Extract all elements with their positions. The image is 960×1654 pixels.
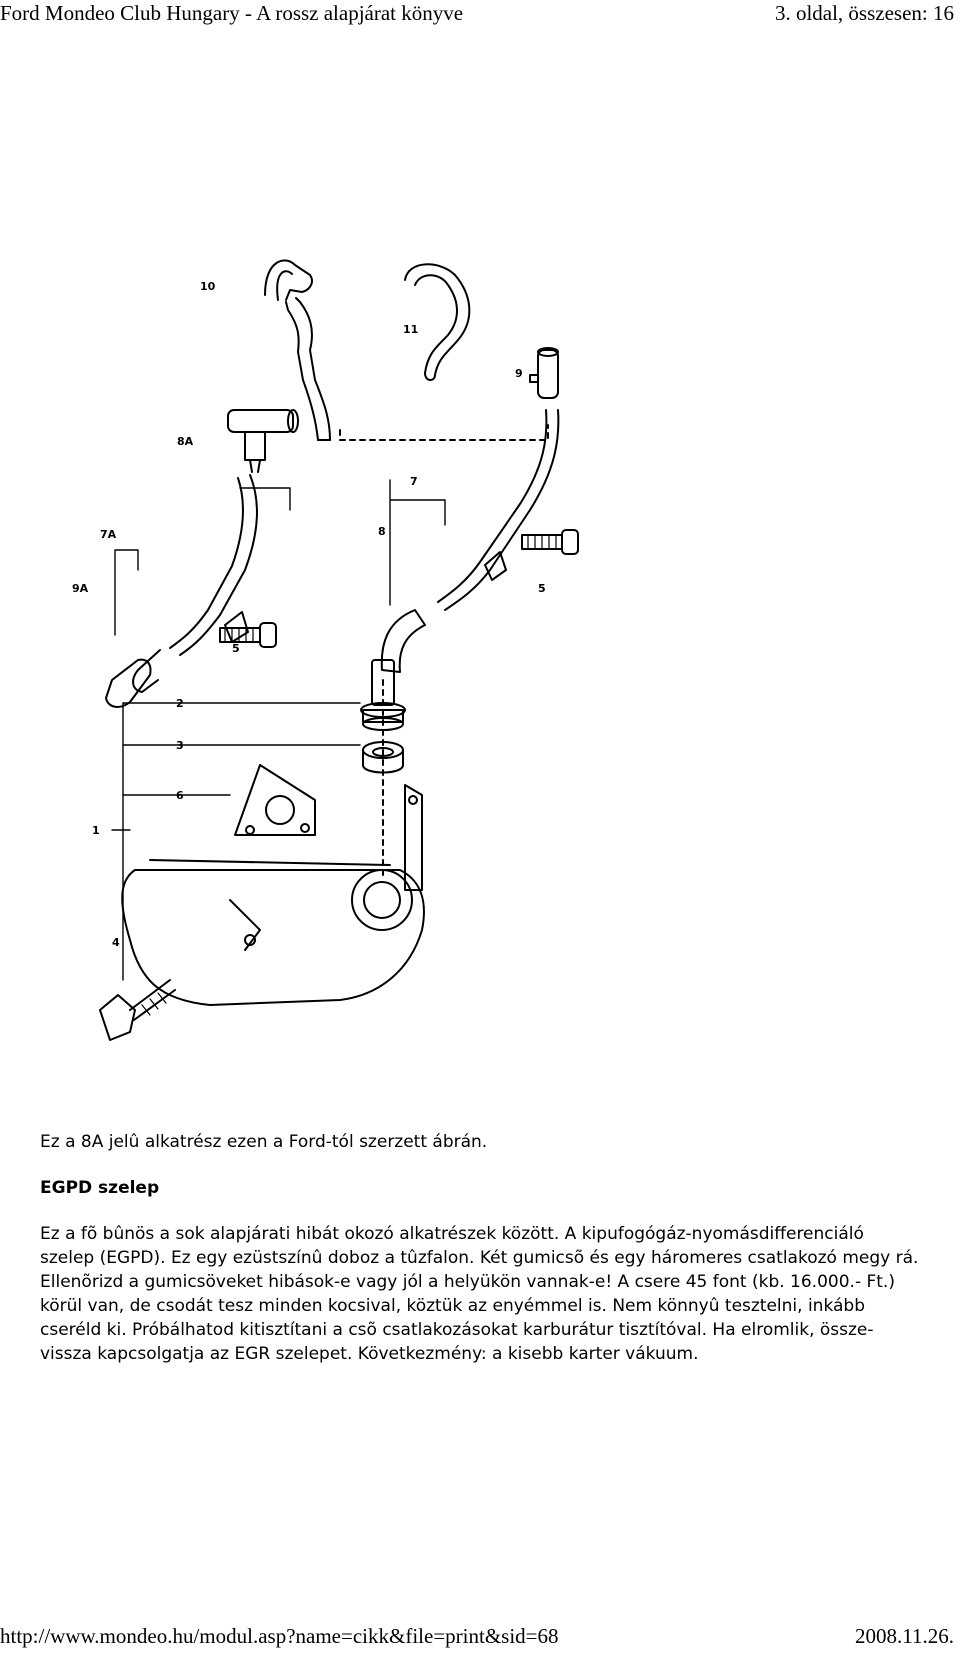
section-paragraph: Ez a fõ bûnös a sok alapjárati hibát oko…	[40, 1224, 919, 1364]
parts-diagram: 10 11 9 8A 7 7A 8 9A 5 5 2 3 6 1 4	[60, 240, 660, 1100]
label-8A: 8A	[177, 435, 194, 448]
label-7A: 7A	[100, 528, 117, 541]
egr-housing-1	[121, 859, 425, 1006]
label-11: 11	[403, 323, 418, 336]
hose-7A	[132, 474, 258, 693]
hose-7	[437, 409, 560, 611]
label-7: 7	[410, 475, 418, 488]
bracket	[404, 784, 423, 891]
article-body: Ez a 8A jelû alkatrész ezen a Ford-tól s…	[40, 1130, 920, 1366]
hose-10	[264, 259, 331, 441]
label-5-left: 5	[232, 642, 240, 655]
end-cap-9A	[105, 658, 152, 708]
callout-lines	[111, 479, 446, 981]
elbow-8	[380, 609, 426, 673]
seal-3	[362, 741, 404, 774]
bolt-4	[99, 979, 176, 1041]
clip-7	[484, 551, 507, 581]
label-8: 8	[378, 525, 386, 538]
label-6: 6	[176, 789, 184, 802]
page-header: Ford Mondeo Club Hungary - A rossz alapj…	[0, 0, 960, 36]
footer-url: http://www.mondeo.hu/modul.asp?name=cikk…	[0, 1624, 559, 1648]
page-footer: http://www.mondeo.hu/modul.asp?name=cikk…	[0, 1624, 960, 1654]
connector-9	[529, 347, 559, 399]
dashed-link-top	[339, 424, 549, 441]
label-4: 4	[112, 936, 120, 949]
diagram-caption: Ez a 8A jelû alkatrész ezen a Ford-tól s…	[40, 1132, 488, 1152]
gasket-6	[234, 764, 316, 836]
bolt-5-right	[521, 529, 579, 555]
label-5-right: 5	[538, 582, 546, 595]
label-9A: 9A	[72, 582, 89, 595]
label-3: 3	[176, 739, 184, 752]
label-1: 1	[92, 824, 100, 837]
label-10: 10	[200, 280, 216, 293]
footer-date: 2008.11.26.	[855, 1624, 954, 1648]
label-9: 9	[515, 367, 523, 380]
label-2: 2	[176, 697, 184, 710]
header-page-number: 3. oldal, összesen: 16	[774, 1, 954, 25]
section-heading: EGPD szelep	[40, 1178, 160, 1198]
hose-11	[404, 263, 471, 381]
t-piece-8A	[227, 409, 299, 473]
bolt-5-left	[219, 622, 277, 648]
header-title: Ford Mondeo Club Hungary - A rossz alapj…	[0, 1, 464, 25]
clip-7A	[224, 611, 249, 643]
